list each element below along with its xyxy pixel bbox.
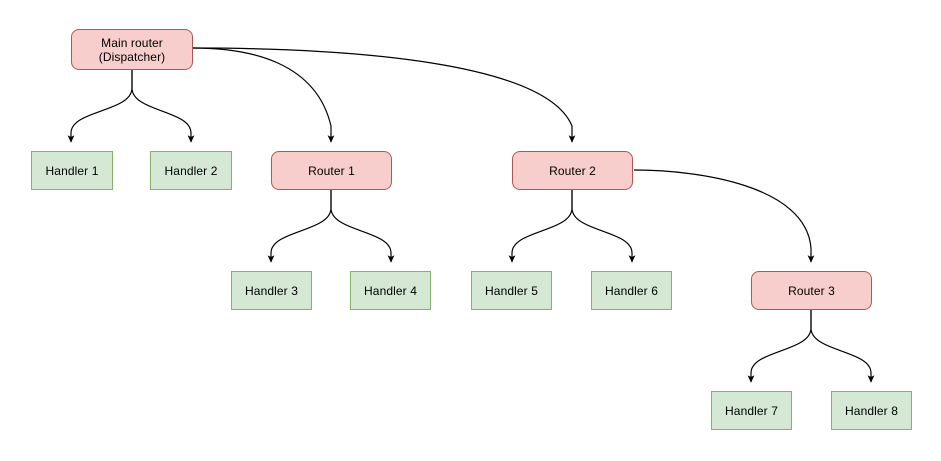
edge-router-1-to-handler-3 <box>267 190 332 263</box>
edge-router-2-to-handler-5 <box>508 190 573 263</box>
node-handler-2[interactable]: Handler 2 <box>150 151 232 190</box>
node-router-1-label: Router 1 <box>308 163 355 178</box>
node-handler-6[interactable]: Handler 6 <box>591 271 672 310</box>
node-handler-1-label: Handler 1 <box>45 163 99 178</box>
node-handler-2-label: Handler 2 <box>164 163 218 178</box>
edge-router-1-to-handler-4 <box>330 190 395 263</box>
node-main-router[interactable]: Main router (Dispatcher) <box>71 29 193 70</box>
node-handler-8-label: Handler 8 <box>845 403 898 418</box>
node-handler-3-label: Handler 3 <box>245 283 298 298</box>
edge-main-to-handler-2 <box>131 70 195 143</box>
node-router-3-label: Router 3 <box>788 283 835 298</box>
node-handler-5[interactable]: Handler 5 <box>471 271 552 310</box>
node-router-1[interactable]: Router 1 <box>271 151 392 190</box>
node-handler-8[interactable]: Handler 8 <box>831 391 912 430</box>
node-router-2-label: Router 2 <box>549 163 596 178</box>
edge-router-3-to-handler-8 <box>810 310 875 383</box>
node-handler-5-label: Handler 5 <box>485 283 538 298</box>
node-handler-7[interactable]: Handler 7 <box>711 391 792 430</box>
edge-router-3-to-handler-7 <box>747 310 812 383</box>
edge-router-2-to-router-3 <box>633 169 815 263</box>
node-handler-4[interactable]: Handler 4 <box>350 271 431 310</box>
node-handler-3[interactable]: Handler 3 <box>231 271 312 310</box>
edge-router-2-to-handler-6 <box>571 190 636 263</box>
node-handler-1[interactable]: Handler 1 <box>31 151 113 190</box>
edge-main-to-handler-1 <box>67 70 133 143</box>
node-router-2[interactable]: Router 2 <box>512 151 633 190</box>
node-handler-6-label: Handler 6 <box>605 283 658 298</box>
node-main-router-label: Main router (Dispatcher) <box>98 35 166 64</box>
node-handler-4-label: Handler 4 <box>364 283 417 298</box>
edge-main-to-router-2 <box>192 47 576 143</box>
node-handler-7-label: Handler 7 <box>725 403 778 418</box>
node-router-3[interactable]: Router 3 <box>751 271 872 310</box>
edge-main-to-router-1 <box>192 47 335 143</box>
